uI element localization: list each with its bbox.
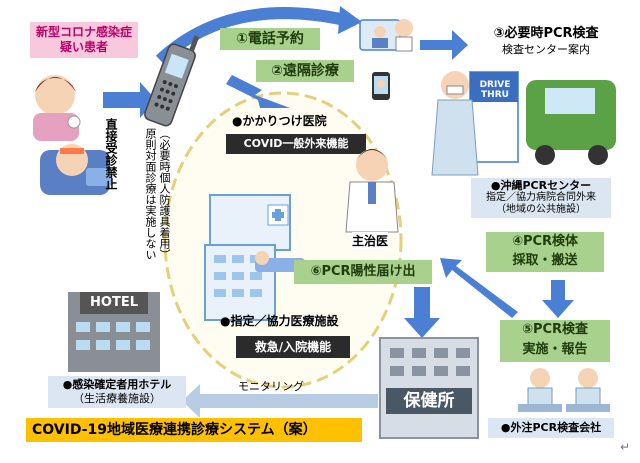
outsourced-lab-company: ●外注PCR検査会社	[488, 418, 614, 438]
attending-doctor-label: 主治医	[352, 232, 389, 249]
clinic-function: COVID一般外来機能	[226, 134, 366, 154]
return-mark-icon: ↵	[620, 440, 631, 454]
step6-pcr-positive-report: ⑥PCR陽性届け出	[294, 260, 432, 284]
arrow-doctor-to-center	[420, 30, 468, 60]
arrow-step5-to-step6	[440, 258, 518, 318]
okinawa-center-name: ●沖縄PCRセンター	[490, 179, 592, 192]
step3-sub: 検査センター案内	[502, 43, 590, 56]
step4-line2: 採取・搬送	[512, 253, 578, 268]
step1-phone-reservation: ①電話予約	[220, 28, 320, 50]
step4-sample-collection: ④PCR検体 採取・搬送	[486, 232, 604, 272]
arrow-step6-to-healthcenter	[404, 287, 440, 338]
arrow-step4-to-step5	[542, 280, 574, 318]
hotel-line2: （生活療養施設）	[73, 392, 161, 405]
step3-box: ③必要時PCR検査 検査センター案内	[476, 22, 616, 57]
step5-line1: ⑤PCR検査	[521, 322, 589, 337]
okinawa-pcr-center-box: ●沖縄PCRセンター 指定／協力病院合同外来 （地域の公共施設）	[471, 178, 611, 218]
phone-note-no-face-to-face: 原則対面診療は実施しない	[144, 128, 157, 260]
health-center-label: 保健所	[403, 391, 455, 411]
arrow-patient-to-phone	[103, 82, 156, 118]
designated-facility-function: 救急/入院機能	[236, 336, 350, 358]
hotel-sign: HOTEL	[90, 295, 138, 310]
patient-title-line1: 新型コロナ感染症	[35, 25, 132, 39]
arrow-remote-to-clinic	[226, 75, 290, 108]
drive-thru-sign: DRIVE THRU	[479, 80, 511, 100]
direct-visit-forbidden: 直接受診禁止	[104, 118, 118, 190]
designated-facility-title: ●指定／協力医療施設	[220, 314, 339, 328]
step2-remote-consult: ②遠隔診療	[256, 60, 354, 82]
monitoring-label: モニタリング	[238, 380, 304, 393]
hotel-box: ●感染確定者用ホテル （生活療養施設）	[48, 376, 186, 408]
hotel-line1: ●感染確定者用ホテル	[62, 378, 172, 391]
okinawa-center-line2: 指定／協力病院合同外来	[486, 192, 596, 203]
patient-label-box: 新型コロナ感染症 疑い患者	[30, 22, 138, 58]
system-title: COVID-19地域医療連携診療システム（案）	[26, 418, 362, 442]
patient-title-line2: 疑い患者	[59, 40, 108, 54]
step5-pcr-test: ⑤PCR検査 実施・報告	[500, 320, 610, 362]
clinic-title: ●かかりつけ医院	[232, 114, 327, 128]
step3-title: ③必要時PCR検査	[493, 26, 599, 41]
step5-line2: 実施・報告	[522, 342, 588, 357]
step4-line1: ④PCR検体	[511, 234, 579, 249]
okinawa-center-line3: （地域の公共施設）	[496, 204, 586, 215]
arrow-monitoring	[182, 384, 378, 418]
phone-note-ppe: （必要時個人防護具着用）	[158, 128, 171, 260]
